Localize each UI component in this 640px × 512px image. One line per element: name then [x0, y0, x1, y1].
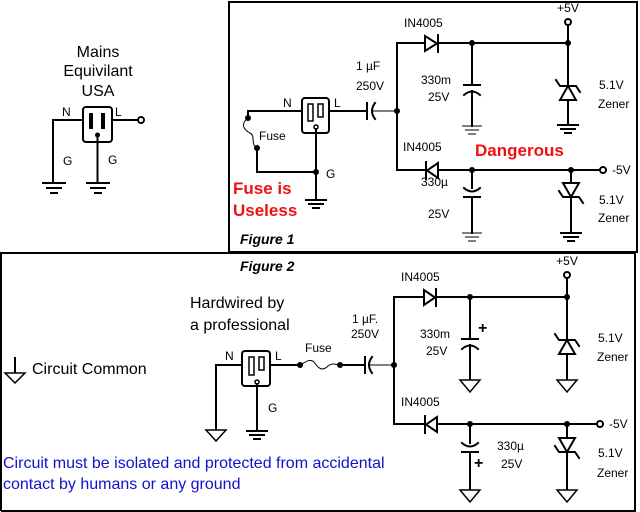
figure1-neg-terminal: [599, 166, 607, 174]
figure2-cap-top-value: 330m: [420, 327, 450, 341]
figure1-zener-top-value: 5.1V: [599, 78, 624, 92]
figure1-zener-top-type: Zener: [598, 97, 629, 111]
figure1: Figure 1 N L Fuse G Fuse is Useless: [233, 1, 631, 247]
figure1-cap-bottom-rating: 25V: [428, 207, 449, 221]
figure2-diode-top-label: IN4005: [401, 270, 440, 284]
figure2-rail-pos-label: +5V: [556, 254, 578, 268]
earth-ground-icon: [462, 125, 482, 135]
figure1-cap-top-value: 330m: [421, 73, 451, 87]
outlet-icon: [241, 350, 271, 387]
figure1-cap-bottom-value: 330µ: [421, 175, 448, 189]
figure2-ground-label: G: [268, 401, 277, 415]
figure2-diode-bottom-label: IN4005: [401, 395, 440, 409]
figure1-fuse-to-ground-wire: [256, 147, 317, 173]
figure1-zener-bottom-value: 5.1V: [599, 193, 624, 207]
figure2-neutral-wire: [215, 364, 243, 431]
electrolytic-capacitor-icon: [460, 441, 480, 453]
earth-ground-icon: [246, 430, 268, 440]
figure2-cap-series-rating: 250V: [351, 327, 379, 341]
legend-ground-label-right: G: [108, 153, 117, 167]
figure1-fuse: [243, 117, 258, 149]
earth-ground-icon: [86, 182, 110, 194]
figure2-zener-top-type: Zener: [597, 350, 628, 364]
circuit-common-icon: [458, 379, 482, 394]
figure1-line-label: L: [334, 96, 341, 110]
earth-ground-icon: [560, 232, 582, 242]
earth-ground-icon: [462, 232, 482, 242]
legend-neutral-wire: [52, 119, 84, 183]
figure1-diode-bottom-label: IN4005: [403, 140, 442, 154]
diode-icon: [423, 288, 437, 307]
earth-ground-icon: [305, 199, 327, 209]
figure1-rail-pos-label: +5V: [557, 1, 579, 15]
figure2-hardwired-line1: Hardwired by: [190, 295, 284, 312]
figure2-pos-terminal: [563, 271, 571, 279]
figure1-warning-line2: Useless: [233, 201, 297, 220]
figure2-line-label: L: [275, 349, 282, 363]
circuit-common-icon: [458, 489, 482, 504]
figure2-common-legend: Circuit Common: [32, 361, 147, 378]
figure1-fuse-label: Fuse: [259, 129, 286, 143]
figure1-danger-label: Dangerous: [475, 141, 564, 160]
legend-neutral-label: N: [62, 105, 71, 119]
figure1-cap-top-rating: 25V: [428, 90, 449, 104]
figure2-cap-series-value: 1 µF.: [352, 312, 378, 326]
figure2-neg-terminal: [596, 420, 604, 428]
outlet-icon: [301, 97, 330, 134]
circuit-common-icon: [555, 489, 579, 504]
figure2-fuse: [299, 359, 341, 370]
figure1-zener-bottom-type: Zener: [598, 211, 629, 225]
figure2-neutral-label: N: [225, 349, 234, 363]
figure2-hardwired-line2: a professional: [190, 317, 290, 334]
legend-title-line3: USA: [82, 83, 115, 100]
figure2-zener-top-value: 5.1V: [598, 331, 623, 345]
figure1-neutral-label: N: [283, 96, 292, 110]
figure2-cap-top-rating: 25V: [426, 344, 447, 358]
circuit-common-icon: [3, 357, 27, 385]
figure2-caption: Figure 2: [240, 258, 295, 274]
figure2-fuse-label: Fuse: [305, 341, 332, 355]
earth-ground-icon: [557, 124, 579, 134]
legend-line-label: L: [115, 105, 122, 119]
legend-ground-label-left: G: [63, 154, 72, 168]
figure1-neutral-wire: [247, 110, 303, 119]
figure2-zener-bottom-value: 5.1V: [598, 446, 623, 460]
figure1-cap-series-value: 1 µF: [356, 59, 380, 73]
figure2-frame: [0, 252, 636, 512]
figure2-cap-top-polarity: +: [478, 320, 487, 337]
earth-ground-icon: [42, 182, 66, 194]
figure2-cap-bottom-rating: 25V: [501, 457, 522, 471]
figure1-ground-label: G: [326, 167, 335, 181]
figure1-caption: Figure 1: [240, 231, 295, 247]
figure2-cap-bottom-polarity: +: [474, 455, 483, 472]
figure1-rail-neg-label: -5V: [612, 163, 631, 177]
mains-legend: Mains Equivilant USA N L G G: [42, 44, 145, 194]
diode-icon: [424, 34, 439, 53]
figure1-warning-line1: Fuse is: [233, 179, 292, 198]
electrolytic-capacitor-icon: [462, 186, 482, 198]
figure1-diode-top-label: IN4005: [404, 16, 443, 30]
circuit-common-icon: [204, 429, 228, 443]
diode-icon: [424, 415, 438, 434]
figure1-pos-terminal: [564, 18, 572, 26]
legend-line-terminal: [137, 116, 145, 124]
figure2-cap-bottom-value: 330µ: [497, 439, 524, 453]
circuit-common-icon: [555, 379, 579, 394]
figure2: Figure 2 Hardwired by a professional Cir…: [3, 254, 628, 504]
figure2-rail-neg-label: -5V: [609, 417, 628, 431]
figure2-note-line1: Circuit must be isolated and protected f…: [3, 455, 385, 472]
figure1-cap-series-rating: 250V: [356, 79, 384, 93]
figure2-zener-bottom-type: Zener: [597, 466, 628, 480]
figure2-note-line2: contact by humans or any ground: [3, 476, 240, 493]
legend-title-line1: Mains: [77, 44, 120, 61]
legend-title-line2: Equivilant: [63, 63, 133, 80]
